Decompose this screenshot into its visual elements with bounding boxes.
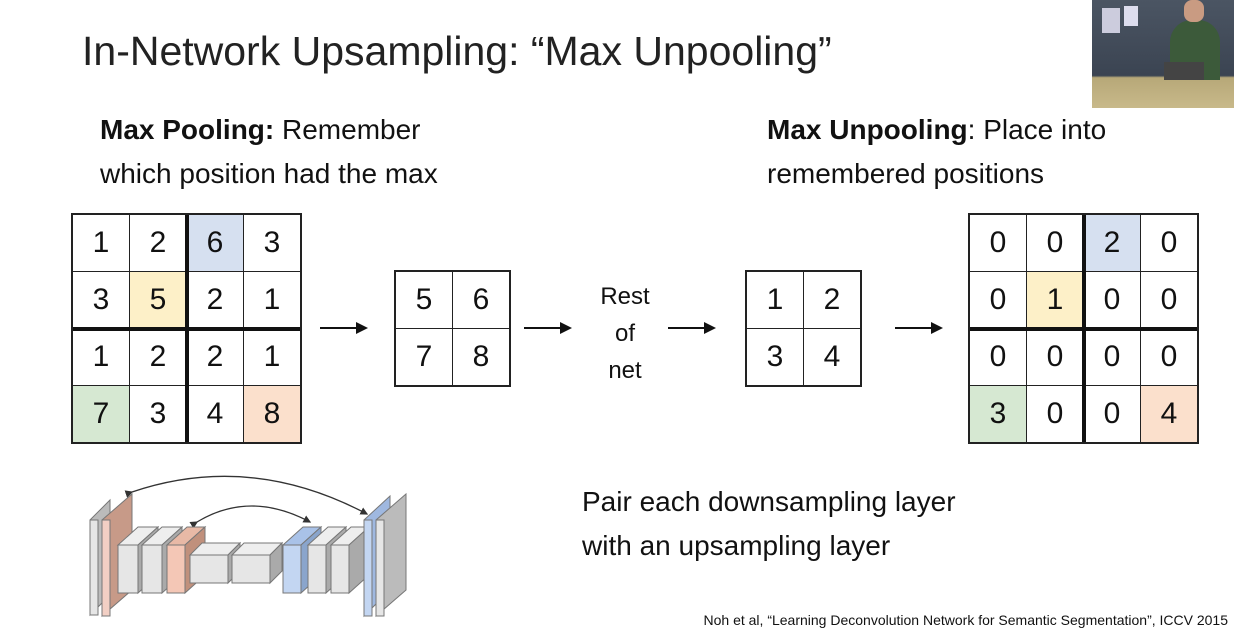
grid-cell: 0 [1027, 386, 1083, 442]
grid-cell: 8 [453, 329, 509, 385]
grid-cell: 1 [244, 272, 300, 328]
encoder-decoder-network-diagram [89, 475, 407, 618]
arrow-icon [895, 322, 943, 334]
pair-line: Pair each downsampling layer [582, 486, 956, 517]
grid-cell: 0 [1141, 272, 1197, 328]
caption-text: : Place into [967, 114, 1107, 145]
grid-cell: 2 [187, 272, 243, 328]
grid-cell: 3 [747, 329, 803, 385]
pair-layers-text: Pair each downsampling layer with an ups… [582, 480, 956, 568]
grid-cell: 5 [130, 272, 186, 328]
grid-cell: 2 [187, 329, 243, 385]
max-pooling-caption: Max Pooling: Remember which position had… [100, 108, 438, 196]
grid-cell: 1 [73, 215, 129, 271]
grid-cell: 8 [244, 386, 300, 442]
rest-line: net [608, 357, 642, 384]
grid-cell: 0 [1084, 329, 1140, 385]
grid-cell: 0 [970, 329, 1026, 385]
grid-cell: 0 [1084, 272, 1140, 328]
grid-cell: 2 [130, 329, 186, 385]
grid-cell: 4 [187, 386, 243, 442]
grid-cell: 1 [73, 329, 129, 385]
grid-cell: 4 [1141, 386, 1197, 442]
caption-bold: Max Pooling: [100, 114, 275, 145]
grid-cell: 0 [1141, 215, 1197, 271]
arrow-icon [668, 322, 716, 334]
grid-cell: 0 [970, 272, 1026, 328]
grid-cell: 4 [804, 329, 860, 385]
caption-line2: which position had the max [100, 158, 438, 189]
grid-cell: 3 [130, 386, 186, 442]
laptop [1164, 62, 1204, 80]
rest-of-net-label: Rest of net [590, 278, 660, 389]
rest-line: Rest [600, 283, 650, 310]
grid-cell: 3 [970, 386, 1026, 442]
max-unpooling-caption: Max Unpooling: Place into remembered pos… [767, 108, 1106, 196]
rest-line: of [614, 320, 635, 347]
grid-cell: 0 [1141, 329, 1197, 385]
arrow-icon [320, 322, 368, 334]
caption-bold: Max Unpooling [767, 114, 968, 145]
grid-cell: 0 [1027, 329, 1083, 385]
slide-title: In-Network Upsampling: “Max Unpooling” [82, 28, 832, 74]
grid-cell: 7 [396, 329, 452, 385]
arrow-icon [524, 322, 572, 334]
quadrant-divider [73, 327, 300, 331]
grid-cell: 1 [1027, 272, 1083, 328]
grid-cell: 3 [244, 215, 300, 271]
grid-cell: 0 [1084, 386, 1140, 442]
pair-line: with an upsampling layer [582, 530, 891, 561]
poster [1124, 6, 1138, 26]
grid-cell: 1 [244, 329, 300, 385]
grid-cell: 6 [187, 215, 243, 271]
poster [1102, 8, 1120, 33]
grid-cell: 3 [73, 272, 129, 328]
grid-cell: 6 [453, 272, 509, 328]
grid-cell: 7 [73, 386, 129, 442]
grid-cell: 0 [970, 215, 1026, 271]
caption-line2: remembered positions [767, 158, 1045, 189]
grid-cell: 1 [747, 272, 803, 328]
presenter-webcam [1092, 0, 1234, 108]
presenter-head [1184, 0, 1204, 22]
grid-cell: 2 [130, 215, 186, 271]
citation: Noh et al, “Learning Deconvolution Netwo… [703, 612, 1229, 628]
quadrant-divider [970, 327, 1197, 331]
grid-cell: 2 [804, 272, 860, 328]
grid-cell: 5 [396, 272, 452, 328]
grid-cell: 0 [1027, 215, 1083, 271]
grid-cell: 2 [1084, 215, 1140, 271]
caption-text: Remember [274, 114, 421, 145]
